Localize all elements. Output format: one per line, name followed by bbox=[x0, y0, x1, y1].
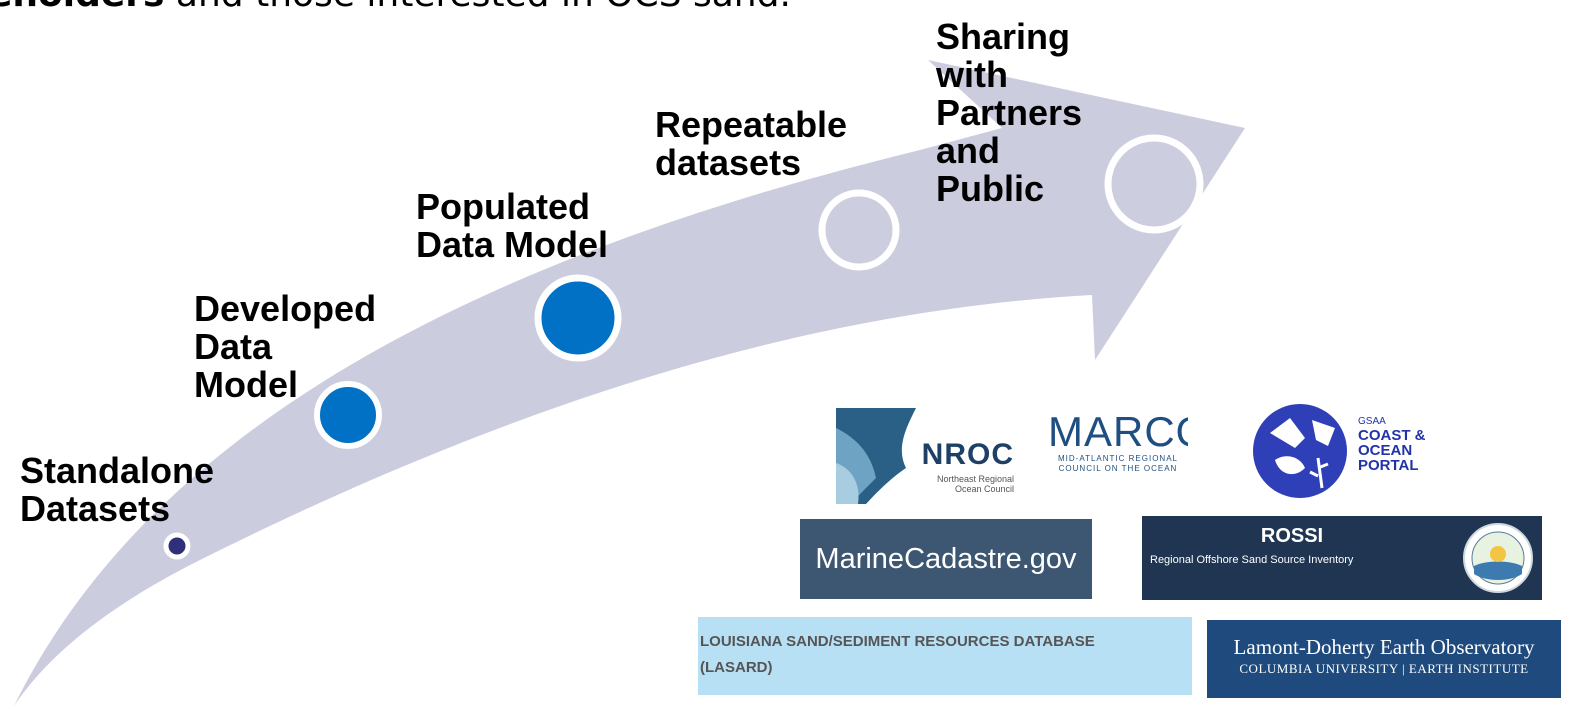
stage-label-developed: Developed Data Model bbox=[194, 288, 377, 405]
lasard-line1: LOUISIANA SAND/SEDIMENT RESOURCES DATABA… bbox=[700, 633, 1095, 650]
rossi-subtitle: Regional Offshore Sand Source Inventory bbox=[1150, 554, 1354, 566]
stage-label-repeatable: Repeatable datasets bbox=[655, 104, 848, 183]
nroc-wave-graphic bbox=[836, 408, 916, 504]
nroc-name: NROC bbox=[921, 438, 1014, 471]
marco-subtitle-2: COUNCIL ON THE OCEAN bbox=[1058, 464, 1178, 473]
rossi-seal-icon bbox=[1463, 523, 1533, 593]
nroc-logo: NROC Northeast Regional Ocean Council bbox=[836, 408, 1022, 504]
arrow-shape bbox=[14, 60, 1245, 706]
nroc-subtitle: Northeast Regional Ocean Council bbox=[936, 474, 1014, 494]
lasard-line2: (LASARD) bbox=[700, 659, 773, 676]
gsaa-emblem bbox=[1253, 404, 1347, 498]
stage-label-standalone: Standalone Datasets bbox=[20, 450, 215, 529]
marinecadastre-name: MarineCadastre.gov bbox=[815, 542, 1077, 575]
rossi-name: ROSSI bbox=[1260, 525, 1324, 547]
stage-circle-populated bbox=[534, 274, 622, 362]
lamont-line1: Lamont-Doherty Earth Observatory bbox=[1233, 635, 1535, 659]
marco-logo: MARCO MID-ATLANTIC REGIONAL COUNCIL ON T… bbox=[1048, 408, 1188, 488]
lamont-logo: Lamont-Doherty Earth Observatory COLUMBI… bbox=[1207, 620, 1561, 698]
header-bold-text: eholders bbox=[0, 0, 164, 15]
marinecadastre-logo: MarineCadastre.gov bbox=[800, 519, 1092, 599]
gsaa-logo: GSAA COAST & OCEAN PORTAL bbox=[1250, 398, 1440, 504]
stage-label-sharing: Sharing with Partners and Public bbox=[936, 16, 1083, 209]
stage-dot-standalone bbox=[163, 532, 191, 560]
gsaa-line1: GSAA bbox=[1358, 416, 1386, 427]
header-text: eholders and those interested in OCS san… bbox=[0, 0, 791, 15]
lamont-line2: COLUMBIA UNIVERSITY | EARTH INSTITUTE bbox=[1239, 661, 1529, 676]
marco-name: MARCO bbox=[1048, 408, 1188, 455]
gsaa-line2: COAST & OCEAN PORTAL bbox=[1358, 427, 1426, 474]
stage-circle-developed bbox=[314, 381, 382, 449]
stage-label-populated: Populated Data Model bbox=[416, 186, 609, 265]
lasard-logo: LOUISIANA SAND/SEDIMENT RESOURCES DATABA… bbox=[698, 617, 1192, 695]
rossi-logo: ROSSI Regional Offshore Sand Source Inve… bbox=[1142, 516, 1542, 600]
stage-circle-sharing bbox=[1104, 134, 1204, 234]
stage-circle-repeatable bbox=[818, 189, 900, 271]
marco-subtitle-1: MID-ATLANTIC REGIONAL bbox=[1058, 454, 1178, 463]
